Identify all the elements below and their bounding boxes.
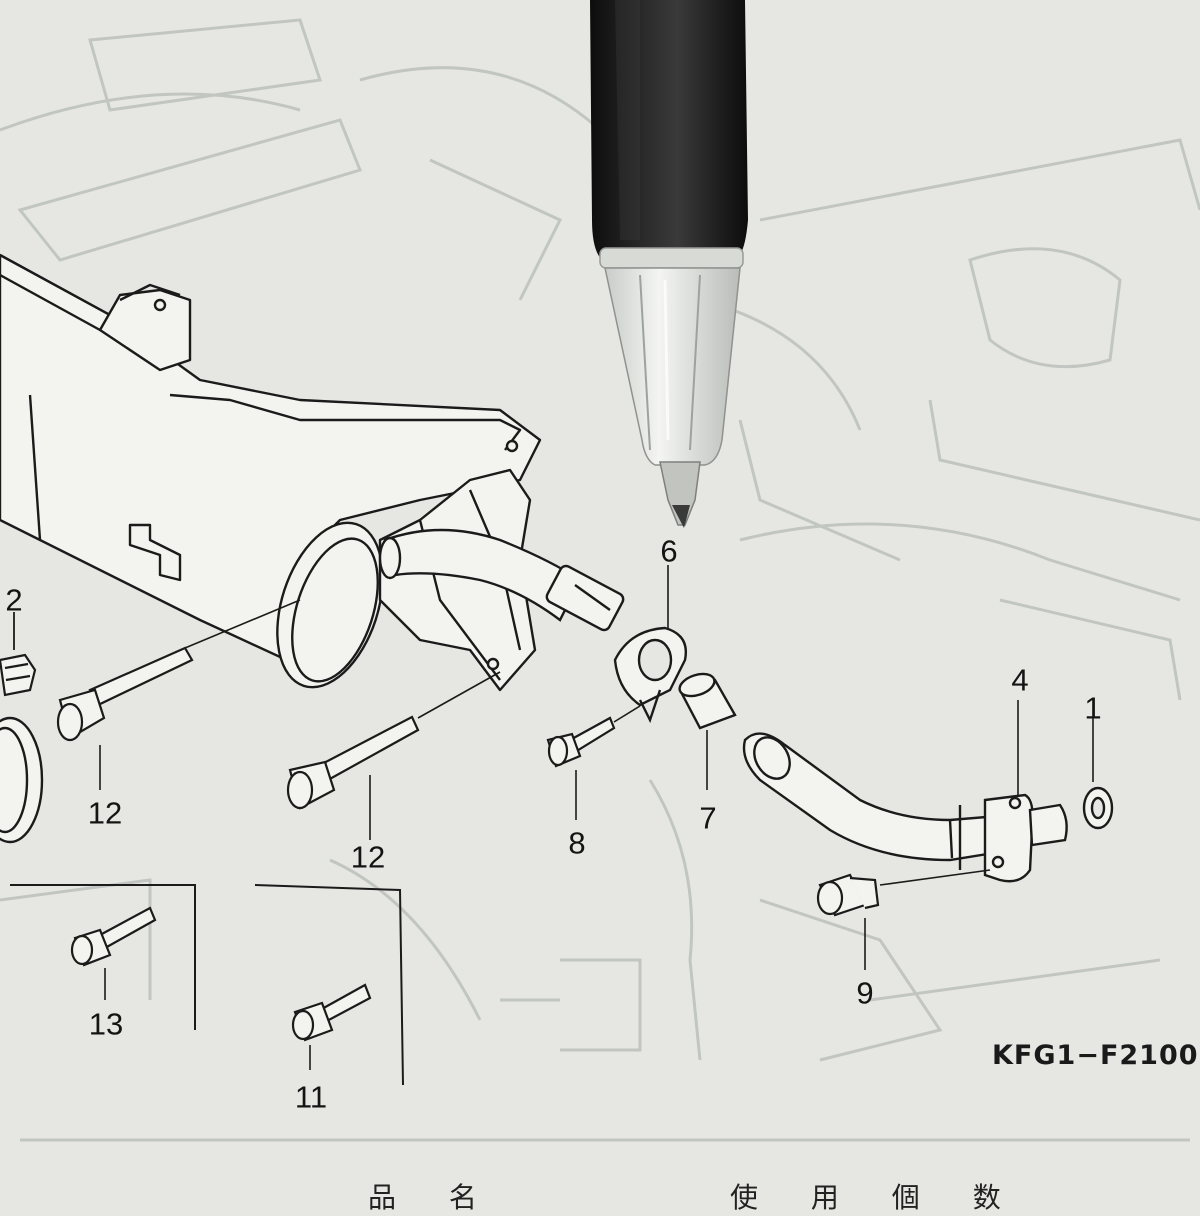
clamp-drawing bbox=[613, 626, 687, 724]
footer-part-name: 品 名 bbox=[368, 1181, 499, 1214]
callout-label: 12 bbox=[350, 839, 386, 875]
callout-label: 6 bbox=[660, 533, 678, 569]
bolt-drawing bbox=[546, 705, 641, 820]
bolt-drawing bbox=[286, 671, 501, 840]
nut-drawing bbox=[0, 612, 37, 697]
callout-label: 12 bbox=[87, 795, 123, 831]
callout-label: 9 bbox=[856, 975, 874, 1011]
detail-box-lines bbox=[10, 884, 404, 1086]
muffler-drawing bbox=[0, 253, 542, 692]
exhaust-pipe-drawing bbox=[742, 700, 1068, 886]
bolt-drawing bbox=[70, 906, 157, 1000]
bolt-drawing bbox=[816, 873, 880, 970]
collar-drawing bbox=[678, 672, 737, 790]
callout-label: 4 bbox=[1011, 662, 1029, 698]
pen-photo bbox=[590, 0, 748, 528]
callout-label: 8 bbox=[568, 825, 586, 861]
gasket-drawing bbox=[1082, 718, 1114, 830]
bolt-drawing bbox=[291, 983, 372, 1070]
left-gasket-drawing bbox=[0, 716, 44, 844]
callout-label: 11 bbox=[294, 1079, 328, 1115]
callout-label: 13 bbox=[88, 1006, 124, 1042]
callout-label: 1 bbox=[1084, 690, 1102, 726]
footer-quantity: 使 用 個 数 bbox=[730, 1181, 1023, 1214]
callout-label: 7 bbox=[699, 800, 717, 836]
muffler-pipe-stub bbox=[378, 528, 625, 632]
drawing-code: KFG1−F2100 bbox=[992, 1040, 1199, 1071]
bolt-drawing bbox=[56, 599, 301, 790]
callout-label: 2 bbox=[5, 582, 23, 618]
